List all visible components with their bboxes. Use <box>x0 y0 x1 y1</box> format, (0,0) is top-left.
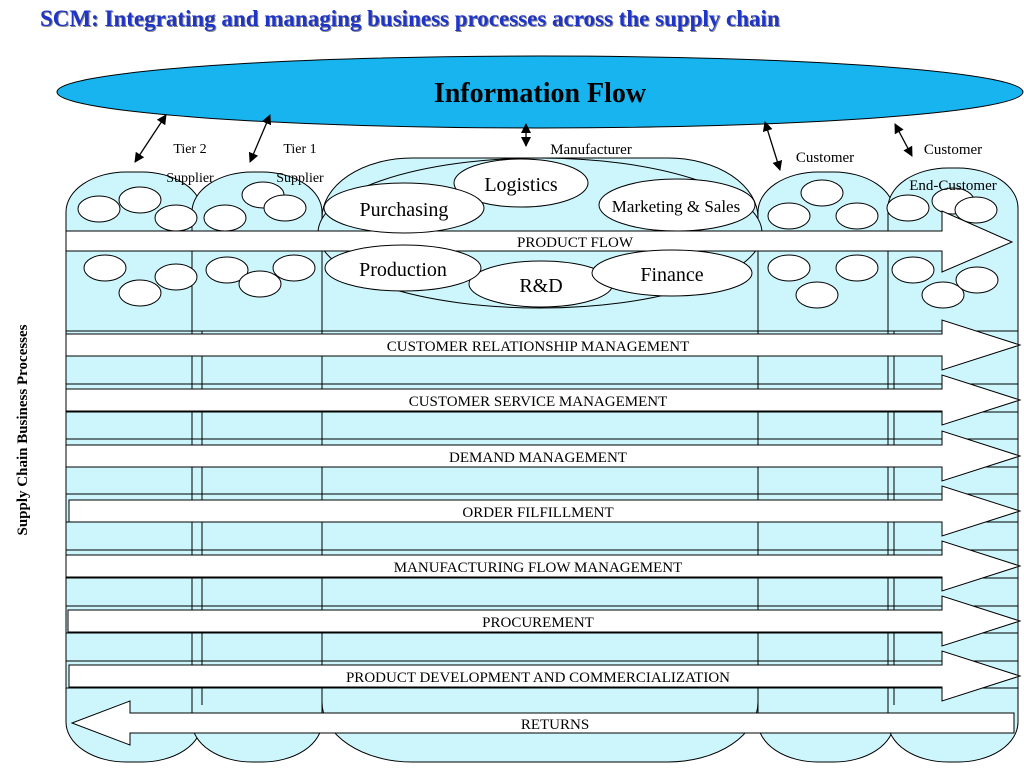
production-ellipse <box>324 244 482 292</box>
end-customer-label-line2: End-Customer <box>909 178 997 194</box>
tier1-label-line1: Tier 1 <box>283 142 316 157</box>
tier2-label-line2: Supplier <box>166 171 214 186</box>
member-circle <box>154 263 198 291</box>
process-label: DEMAND MANAGEMENT <box>449 450 627 466</box>
member-circle <box>118 279 162 307</box>
information-flow-label: Information Flow <box>434 78 647 109</box>
process-arrows: CUSTOMER RELATIONSHIP MANAGEMENT CUSTOMER… <box>65 319 1022 702</box>
member-circle <box>835 254 879 282</box>
member-circle <box>954 196 998 224</box>
logistics-label: Logistics <box>484 174 558 196</box>
production-label: Production <box>359 259 447 281</box>
member-circle <box>77 195 121 223</box>
customer-info-arrow <box>762 121 783 171</box>
information-links <box>134 114 913 171</box>
member-circle <box>891 256 935 284</box>
process-arrow <box>67 595 1022 647</box>
returns-label: RETURNS <box>521 717 589 733</box>
process-arrow <box>65 540 1022 592</box>
member-circle <box>800 179 844 207</box>
side-label: Supply Chain Business Processes <box>15 324 31 535</box>
process-arrow <box>65 430 1022 482</box>
member-labels: Tier 2 Supplier Tier 1 Supplier Manufact… <box>166 142 996 194</box>
marketing-sales-ellipse <box>598 178 756 232</box>
process-label: CUSTOMER RELATIONSHIP MANAGEMENT <box>387 339 690 355</box>
process-label: MANUFACTURING FLOW MANAGEMENT <box>394 560 683 576</box>
rnd-label: R&D <box>519 275 562 297</box>
process-arrow <box>68 485 1022 537</box>
process-label: CUSTOMER SERVICE MANAGEMENT <box>409 394 668 410</box>
tier2-info-arrow <box>134 114 167 163</box>
information-flow-ellipse <box>56 55 1024 129</box>
manufacturer-label: Manufacturer <box>550 142 632 158</box>
member-circles <box>77 179 999 309</box>
process-arrow <box>65 374 1022 426</box>
member-circle <box>205 256 249 284</box>
marketing-sales-label: Marketing & Sales <box>612 197 740 216</box>
manufacturer-function-labels: Logistics Purchasing Marketing & Sales R… <box>359 174 740 297</box>
finance-ellipse <box>591 249 753 297</box>
purchasing-label: Purchasing <box>360 199 449 221</box>
logistics-ellipse <box>453 158 589 208</box>
process-arrow <box>65 319 1022 371</box>
process-label: ORDER FILFILLMENT <box>462 505 613 521</box>
member-circle <box>921 281 965 309</box>
page-title: SCM: Integrating and managing business p… <box>40 6 780 31</box>
product-flow-arrow <box>65 210 1014 273</box>
tier1-info-arrow <box>248 114 272 163</box>
member-circle <box>203 204 247 232</box>
finance-label: Finance <box>640 264 703 286</box>
member-circle <box>263 194 307 222</box>
process-label: PROCUREMENT <box>482 615 594 631</box>
member-circle <box>886 194 930 222</box>
process-arrow <box>68 650 1022 702</box>
member-circle <box>118 186 162 214</box>
member-circle <box>955 266 999 294</box>
member-circle <box>767 202 811 230</box>
end-customer-label-line1: Customer <box>924 142 982 158</box>
member-circle <box>83 254 127 282</box>
member-circle <box>154 204 198 232</box>
customer-label: Customer <box>796 150 854 166</box>
tier2-label-line1: Tier 2 <box>173 142 206 157</box>
member-circle <box>272 254 316 282</box>
member-circle <box>238 270 282 298</box>
tier1-label-line2: Supplier <box>276 171 324 186</box>
product-flow-label: PRODUCT FLOW <box>517 235 634 251</box>
process-label: PRODUCT DEVELOPMENT AND COMMERCIALIZATIO… <box>346 670 730 686</box>
returns-arrow <box>70 700 1015 746</box>
end-customer-info-arrow <box>894 123 913 157</box>
member-circle <box>795 281 839 309</box>
manufacturer-functions <box>323 158 756 308</box>
member-circle <box>835 202 879 230</box>
purchasing-ellipse <box>323 182 485 234</box>
member-circle <box>767 254 811 282</box>
